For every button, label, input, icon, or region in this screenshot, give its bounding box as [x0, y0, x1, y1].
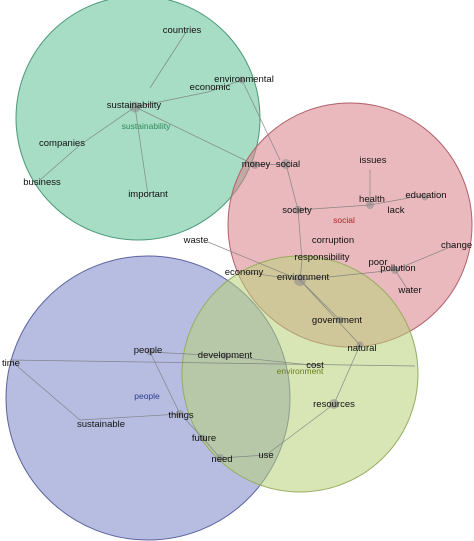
term-economic: economic: [190, 82, 231, 93]
term-government: government: [312, 315, 363, 326]
edge: [9, 359, 416, 367]
term-corruption: corruption: [312, 235, 354, 246]
node-environmental: [238, 76, 246, 84]
term-things: things: [168, 410, 194, 421]
term-social: social: [276, 159, 300, 170]
term-companies: companies: [39, 138, 85, 149]
edge: [134, 106, 149, 196]
edge: [202, 437, 221, 459]
node-social: [281, 159, 291, 169]
edge: [224, 355, 321, 367]
node-future: [199, 434, 207, 442]
edge: [149, 351, 181, 415]
term-water: water: [397, 285, 421, 296]
node-education: [421, 193, 429, 201]
term-important: important: [128, 189, 168, 200]
edge: [219, 454, 267, 459]
cluster-circle-sustainability: [15, 0, 261, 241]
edge: [79, 413, 181, 421]
edge: [369, 194, 426, 206]
term-labels: countries environmental economic sustain…: [2, 25, 472, 465]
term-poor: poor: [368, 257, 387, 268]
term-lack: lack: [388, 205, 405, 216]
node-health: [366, 201, 374, 209]
term-business: business: [23, 177, 61, 188]
edge: [254, 163, 287, 166]
term-sustainability: sustainability: [107, 100, 162, 111]
term-waste: waste: [183, 235, 209, 246]
edge: [241, 79, 281, 161]
term-pollution: pollution: [380, 263, 415, 274]
cluster-circle-environment: [181, 255, 419, 493]
edge: [297, 209, 303, 261]
term-money: money: [242, 159, 271, 170]
edges: [9, 31, 456, 459]
term-environment: environment: [277, 272, 330, 283]
edge: [149, 351, 226, 357]
term-health: health: [359, 194, 385, 205]
edge: [149, 31, 187, 89]
term-use: use: [258, 450, 273, 461]
node-resources: [329, 399, 339, 409]
nodes: [129, 76, 429, 462]
edge: [179, 413, 204, 439]
edge: [207, 241, 301, 281]
edge: [9, 359, 81, 421]
edge: [134, 106, 256, 166]
term-environmental: environmental: [214, 74, 274, 85]
node-need: [216, 454, 224, 462]
term-responsibility: responsibility: [295, 252, 350, 263]
node-natural: [356, 341, 364, 349]
edge: [299, 279, 341, 321]
edge: [394, 244, 456, 271]
term-countries: countries: [163, 25, 202, 36]
cluster-label-environment: environment: [277, 366, 324, 376]
term-cost: cost: [306, 360, 324, 371]
edge: [333, 344, 361, 405]
term-education: education: [405, 190, 446, 201]
edge: [297, 204, 371, 211]
term-future: future: [192, 433, 216, 444]
edge: [285, 163, 299, 211]
term-society: society: [282, 205, 312, 216]
node-sustainability: [129, 101, 141, 113]
term-natural: natural: [347, 343, 376, 354]
node-people: [146, 348, 154, 356]
edge: [207, 79, 243, 93]
term-sustainable: sustainable: [77, 419, 125, 430]
cluster-labels: sustainability social people environment: [122, 121, 355, 401]
edge: [299, 269, 396, 281]
cluster-label-social: social: [333, 215, 355, 225]
edge: [39, 144, 81, 181]
node-environment: [294, 274, 306, 286]
term-resources: resources: [313, 399, 355, 410]
node-society: [294, 206, 302, 214]
edge: [134, 91, 209, 108]
term-economy: economy: [225, 267, 264, 278]
edge: [243, 271, 301, 281]
edge: [79, 106, 136, 146]
term-issues: issues: [360, 155, 387, 166]
cluster-label-sustainability: sustainability: [122, 121, 171, 131]
term-people: people: [134, 345, 163, 356]
node-money: [251, 161, 259, 169]
node-development: [221, 352, 229, 360]
cluster-label-people: people: [134, 391, 160, 401]
edge: [265, 403, 335, 456]
node-government: [336, 316, 344, 324]
term-change: change: [441, 240, 472, 251]
term-development: development: [198, 350, 253, 361]
node-things: [176, 410, 184, 418]
term-time: time: [2, 358, 20, 369]
term-need: need: [211, 454, 232, 465]
node-pollution: [391, 266, 399, 274]
edge: [299, 279, 361, 346]
